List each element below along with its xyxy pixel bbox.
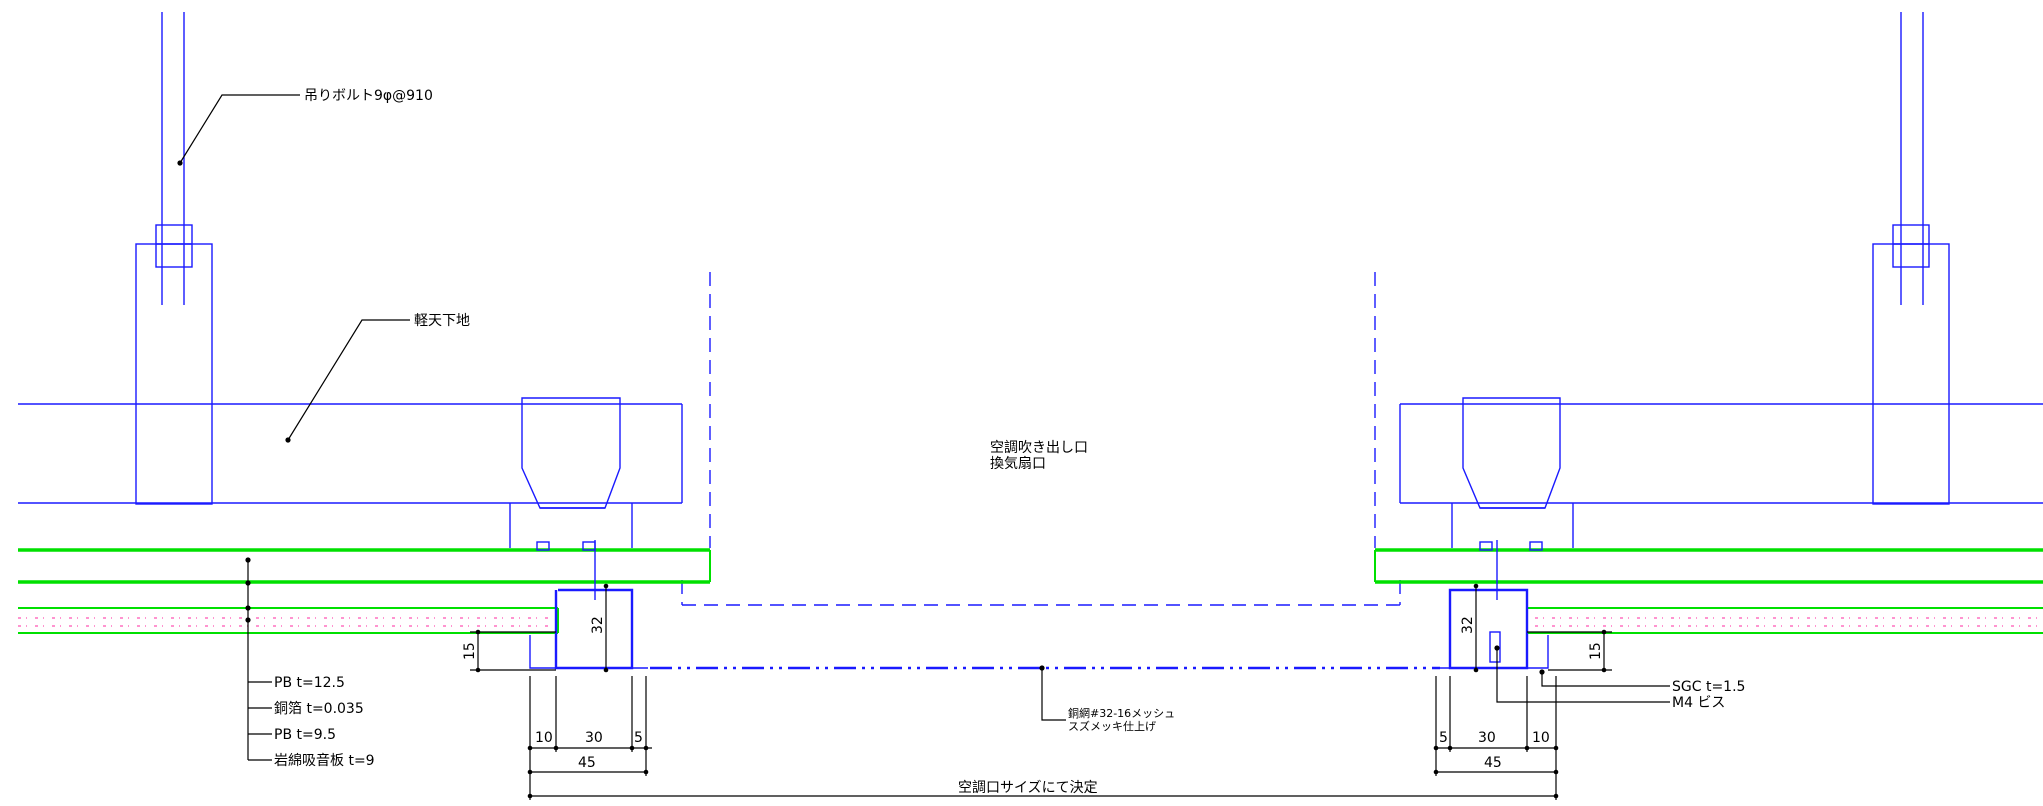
label-mesh-line1: 銅網#32-16メッシュ (1068, 706, 1175, 720)
board-layers-right (1374, 548, 2043, 634)
channel-right (1440, 540, 1549, 670)
leaders (177, 94, 1670, 761)
dim-right-30: 30 (1478, 730, 1496, 746)
ceiling-frame-left (18, 397, 683, 548)
label-m4: M4 ビス (1672, 695, 1725, 711)
label-mesh-line2: スズメッキ仕上げ (1068, 719, 1156, 733)
label-pb-12: PB t=12.5 (274, 675, 345, 691)
dim-left-32: 32 (590, 616, 606, 634)
dim-right-45: 45 (1484, 755, 1502, 771)
dim-left-5: 5 (634, 730, 643, 746)
label-ceiling-frame: 軽天下地 (414, 313, 470, 329)
label-pb-9: PB t=9.5 (274, 727, 336, 743)
dim-left-10: 10 (535, 730, 553, 746)
dimension-lines (470, 583, 1612, 800)
hanger-bolt-right (1872, 12, 1950, 505)
label-overall-size: 空調口サイズにて決定 (958, 780, 1098, 796)
dim-left-45: 45 (578, 755, 596, 771)
label-opening-line1: 空調吹き出し口 (990, 440, 1088, 456)
dim-right-15: 15 (1588, 642, 1604, 660)
dim-left-30: 30 (585, 730, 603, 746)
dim-right-5: 5 (1439, 730, 1448, 746)
dim-left-15: 15 (462, 642, 478, 660)
hanger-bolt-left (135, 12, 213, 505)
label-sgc: SGC t=1.5 (1672, 679, 1745, 695)
ceiling-frame-right (1399, 397, 2043, 548)
label-rockwool: 岩綿吸音板 t=9 (274, 752, 375, 769)
label-hanger-bolt: 吊りボルト9φ@910 (304, 88, 433, 104)
dim-right-10: 10 (1532, 730, 1550, 746)
opening-outline (681, 272, 1401, 606)
channel-left (529, 540, 648, 670)
label-copper-foil: 銅箔 t=0.035 (274, 701, 364, 717)
label-opening-line2: 換気扇口 (990, 456, 1046, 472)
dim-right-32: 32 (1460, 616, 1476, 634)
